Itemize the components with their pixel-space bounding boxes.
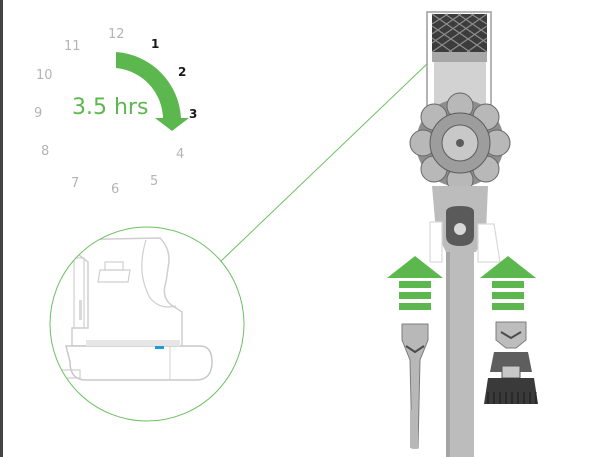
up-arrow-icon (387, 256, 443, 310)
clock-number-10: 10 (36, 68, 53, 83)
charge-duration-label: 3.5 hrs (72, 95, 149, 120)
vacuum-handle (409, 11, 511, 457)
clock-number-9: 9 (34, 106, 43, 121)
zoom-detail-circle (49, 226, 245, 422)
clock-number-5: 5 (150, 174, 159, 189)
page-left-border (0, 0, 3, 457)
charge-light (155, 346, 164, 349)
clock-number-11: 11 (64, 39, 81, 54)
clock-number-2: 2 (178, 65, 187, 79)
up-arrow-icon (480, 256, 536, 310)
clock-number-1: 1 (151, 37, 160, 51)
cyclone-flower (409, 92, 511, 194)
brush-tool (484, 321, 538, 404)
curved-arrow-icon (116, 52, 189, 131)
clock-number-8: 8 (41, 144, 50, 159)
clock-number-12: 12 (108, 27, 125, 42)
crevice-tool (401, 323, 429, 449)
callout-line (219, 61, 430, 263)
clock-number-6: 6 (111, 182, 120, 197)
clock-number-3: 3 (189, 107, 198, 121)
clock-number-4: 4 (176, 147, 185, 162)
clock-number-7: 7 (71, 176, 80, 191)
